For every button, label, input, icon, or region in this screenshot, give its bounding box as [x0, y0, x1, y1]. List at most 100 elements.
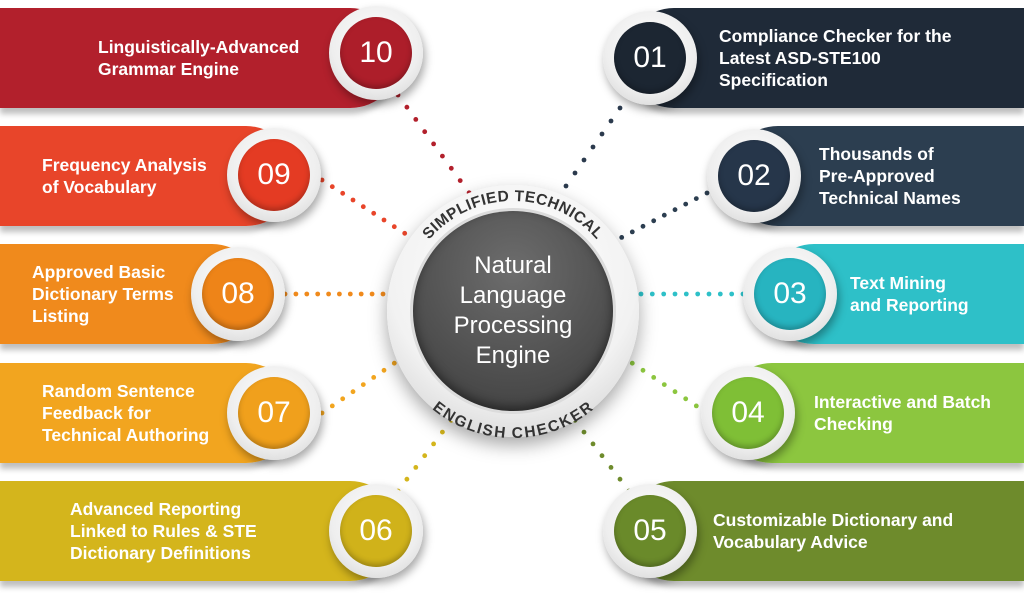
banner-02-text: Thousands of Pre-Approved Technical Name… [819, 144, 961, 208]
connector-dot-08 [347, 291, 353, 297]
number-badge-04: 04 [701, 366, 795, 460]
connector-dot-08 [337, 291, 342, 297]
number-badge-01: 01 [603, 11, 697, 105]
connector-dot-05 [599, 453, 605, 459]
number-badge-07: 07 [227, 366, 321, 460]
number-badge-05: 05 [603, 484, 697, 578]
number-badge-03: 03 [743, 247, 837, 341]
number-badge-08-label: 08 [202, 258, 274, 330]
connector-dot-01 [617, 105, 623, 111]
connector-dot-08 [369, 291, 375, 297]
connector-dot-03 [706, 291, 712, 297]
connector-dot-10 [431, 141, 436, 147]
connector-dot-02 [704, 190, 710, 196]
connector-dot-07 [391, 360, 397, 366]
connector-dot-07 [381, 367, 387, 373]
arc-label-top: SIMPLIFIED TECHNICAL [419, 188, 606, 243]
connector-dot-10 [440, 153, 445, 159]
connector-dot-09 [340, 190, 346, 196]
connector-dot-03 [683, 291, 689, 297]
connector-dot-01 [581, 157, 587, 163]
connector-dot-06 [431, 441, 436, 447]
connector-dot-06 [422, 453, 428, 459]
connector-dot-04 [693, 403, 699, 409]
connector-dot-03 [649, 291, 655, 297]
connector-dot-09 [371, 210, 377, 216]
connector-dot-01 [608, 118, 614, 124]
connector-dot-07 [371, 375, 377, 380]
connector-dot-10 [422, 129, 428, 135]
connector-dot-03 [638, 291, 644, 297]
banner-01-text: Compliance Checker for the Latest ASD-ST… [719, 26, 952, 90]
connector-dot-04 [629, 360, 635, 366]
banner-08-text: Approved Basic Dictionary Terms Listing [32, 262, 174, 326]
connector-dot-08 [304, 291, 310, 297]
center-hub-core: Natural Language Processing Engine [413, 211, 613, 411]
connector-dot-02 [651, 218, 657, 224]
connector-dot-03 [672, 291, 678, 297]
connector-dot-02 [629, 229, 635, 235]
connector-dot-06 [404, 476, 410, 482]
banner-05-text: Customizable Dictionary and Vocabulary A… [713, 510, 954, 552]
banner-07-text: Random Sentence Feedback for Technical A… [42, 381, 210, 445]
connector-dot-09 [350, 197, 356, 203]
connector-dot-01 [572, 170, 578, 176]
banner-03-text: Text Mining and Reporting [850, 273, 969, 315]
number-badge-01-label: 01 [614, 22, 686, 94]
connector-dot-02 [672, 207, 678, 213]
connector-dot-08 [315, 291, 321, 297]
number-badge-05-label: 05 [614, 495, 686, 567]
connector-dot-02 [661, 212, 667, 218]
connector-dot-01 [563, 183, 569, 189]
banner-10-text: Linguistically-Advanced Grammar Engine [98, 37, 300, 79]
arc-label-bottom-path: ENGLISH CHECKER [430, 399, 596, 443]
number-badge-07-label: 07 [238, 377, 310, 449]
arc-label-bottom: ENGLISH CHECKER [430, 399, 597, 443]
number-badge-10-label: 10 [340, 17, 412, 89]
number-badge-04-label: 04 [712, 377, 784, 449]
connector-dot-10 [413, 117, 419, 122]
connector-dot-10 [457, 178, 463, 184]
connector-dot-09 [381, 217, 387, 223]
connector-dot-02 [683, 201, 689, 207]
connector-dot-04 [661, 382, 667, 387]
connector-dot-01 [599, 131, 605, 137]
connector-dot-08 [326, 291, 331, 297]
connector-dot-09 [360, 204, 366, 210]
connector-dot-03 [661, 291, 667, 297]
connector-dot-02 [640, 223, 646, 229]
connector-dot-10 [448, 165, 454, 171]
connector-dot-03 [695, 291, 701, 297]
connector-dot-06 [413, 465, 419, 470]
banner-04-text: Interactive and Batch Checking [814, 392, 991, 434]
number-badge-02-label: 02 [718, 140, 790, 212]
number-badge-10: 10 [329, 6, 423, 100]
connector-dot-03 [717, 291, 723, 297]
number-badge-06: 06 [329, 484, 423, 578]
number-badge-03-label: 03 [754, 258, 826, 330]
connector-dot-05 [608, 465, 614, 470]
banner-09-text: Frequency Analysis of Vocabulary [42, 155, 207, 197]
banner-06-text: Advanced Reporting Linked to Rules & STE… [70, 499, 257, 563]
number-badge-08: 08 [191, 247, 285, 341]
connector-dot-02 [693, 196, 699, 202]
banner-01: Compliance Checker for the Latest ASD-ST… [624, 8, 1024, 108]
connector-dot-01 [590, 144, 596, 150]
connector-dot-09 [391, 224, 397, 230]
center-title: Natural Language Processing Engine [453, 252, 573, 369]
connector-dot-09 [402, 230, 408, 236]
arc-label-top-path: SIMPLIFIED TECHNICAL [419, 188, 606, 243]
connector-dot-07 [340, 396, 346, 402]
connector-dot-04 [640, 367, 646, 373]
connector-dot-05 [590, 441, 596, 447]
number-badge-02: 02 [707, 129, 801, 223]
number-badge-09: 09 [227, 128, 321, 222]
connector-dot-08 [293, 291, 299, 297]
connector-dot-04 [672, 389, 678, 395]
banner-05: Customizable Dictionary and Vocabulary A… [624, 481, 1024, 581]
connector-dot-02 [619, 235, 625, 240]
connector-dot-07 [329, 403, 335, 409]
connector-dot-03 [729, 291, 735, 297]
connector-dot-07 [360, 382, 366, 387]
